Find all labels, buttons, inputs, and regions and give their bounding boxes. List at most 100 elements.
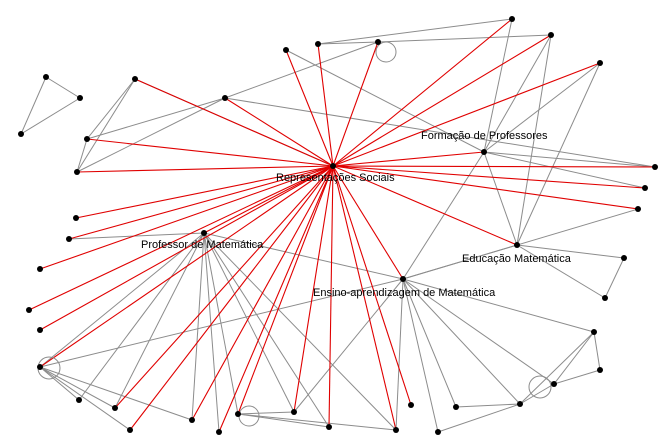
- gray-edge: [516, 244, 625, 259]
- gray-edge: [519, 331, 595, 405]
- gray-edge: [237, 411, 295, 415]
- red-edge: [76, 165, 334, 173]
- gray-edge: [293, 278, 404, 413]
- gray-edge: [78, 232, 205, 401]
- graph-node: [73, 215, 79, 221]
- graph-node: [400, 276, 406, 282]
- gray-edge: [483, 18, 513, 153]
- gray-edge: [114, 232, 205, 409]
- graph-node: [291, 409, 297, 415]
- red-edge: [332, 34, 552, 167]
- label-representacoes-sociais: Representações Sociais: [276, 172, 395, 184]
- red-edge: [86, 138, 334, 167]
- graph-node: [26, 307, 32, 313]
- red-edge: [328, 165, 334, 428]
- red-edge: [39, 165, 334, 368]
- gray-edge: [237, 413, 397, 431]
- gray-edge: [402, 278, 521, 405]
- gray-edge: [203, 232, 220, 433]
- gray-edge: [455, 403, 521, 408]
- red-edge: [134, 78, 334, 167]
- red-edge: [191, 165, 334, 421]
- graph-node: [112, 405, 118, 411]
- graph-node: [216, 429, 222, 435]
- gray-edge: [86, 97, 226, 140]
- graph-node: [132, 76, 138, 82]
- graph-node: [642, 185, 648, 191]
- red-edge: [332, 18, 513, 167]
- red-edge: [332, 165, 639, 210]
- gray-edges: [20, 18, 656, 433]
- graph-node: [551, 381, 557, 387]
- graph-node: [591, 329, 597, 335]
- red-edge: [332, 165, 518, 246]
- red-edge: [332, 165, 656, 168]
- red-edge: [39, 165, 334, 331]
- red-edge: [218, 165, 334, 433]
- graph-node: [201, 230, 207, 236]
- graph-node: [127, 427, 133, 433]
- gray-edge: [516, 244, 606, 299]
- graph-node: [408, 402, 414, 408]
- self-loop: [528, 375, 552, 399]
- hub-labels: Representações Sociais Formação de Profe…: [141, 130, 572, 299]
- graph-node: [66, 236, 72, 242]
- gray-edge: [516, 34, 552, 246]
- gray-edge: [516, 62, 601, 246]
- gray-edge: [553, 369, 601, 385]
- red-edge: [317, 43, 334, 167]
- gray-edge: [483, 151, 656, 168]
- gray-edge: [68, 232, 205, 240]
- red-edge: [332, 62, 601, 167]
- gray-edge: [203, 232, 397, 431]
- graph-node: [393, 427, 399, 433]
- gray-edge: [39, 278, 404, 368]
- gray-edge: [402, 278, 439, 433]
- red-edge: [224, 97, 334, 167]
- red-edge: [332, 165, 646, 189]
- graph-node: [18, 131, 24, 137]
- gray-edge: [224, 97, 656, 168]
- gray-edge: [395, 278, 404, 431]
- gray-edge: [604, 257, 625, 299]
- graph-node: [189, 417, 195, 423]
- graph-node: [635, 206, 641, 212]
- gray-edge: [237, 413, 330, 428]
- graph-node: [597, 60, 603, 66]
- red-edge: [68, 165, 334, 240]
- graph-node: [453, 404, 459, 410]
- red-edge: [237, 165, 334, 415]
- gray-edge: [402, 278, 457, 408]
- gray-edge: [224, 41, 379, 99]
- label-ensino-aprendizagem: Ensino-aprendizagem de Matemática: [313, 287, 496, 299]
- red-edge: [332, 41, 379, 167]
- gray-edge: [593, 331, 601, 371]
- red-edge: [332, 165, 404, 280]
- graph-node: [235, 411, 241, 417]
- red-edge: [203, 165, 334, 234]
- red-edge: [39, 165, 334, 270]
- gray-edge: [317, 41, 379, 45]
- gray-edge: [402, 278, 555, 385]
- gray-edge: [76, 78, 136, 173]
- red-edge: [285, 49, 334, 167]
- gray-edge: [39, 366, 116, 409]
- gray-edge: [519, 383, 555, 405]
- gray-edge: [20, 97, 81, 135]
- red-edge: [332, 165, 397, 431]
- graph-node: [548, 32, 554, 38]
- graph-node: [375, 39, 381, 45]
- graph-node: [77, 95, 83, 101]
- red-edge: [293, 165, 334, 413]
- gray-edge: [76, 138, 88, 173]
- gray-edge: [317, 18, 513, 45]
- gray-edge: [377, 34, 552, 43]
- graph-node: [222, 95, 228, 101]
- gray-edge: [20, 76, 47, 135]
- gray-edge: [553, 331, 595, 385]
- gray-edge: [45, 76, 81, 99]
- gray-edge: [203, 232, 295, 413]
- red-edges: [28, 18, 656, 433]
- gray-edge: [86, 78, 136, 140]
